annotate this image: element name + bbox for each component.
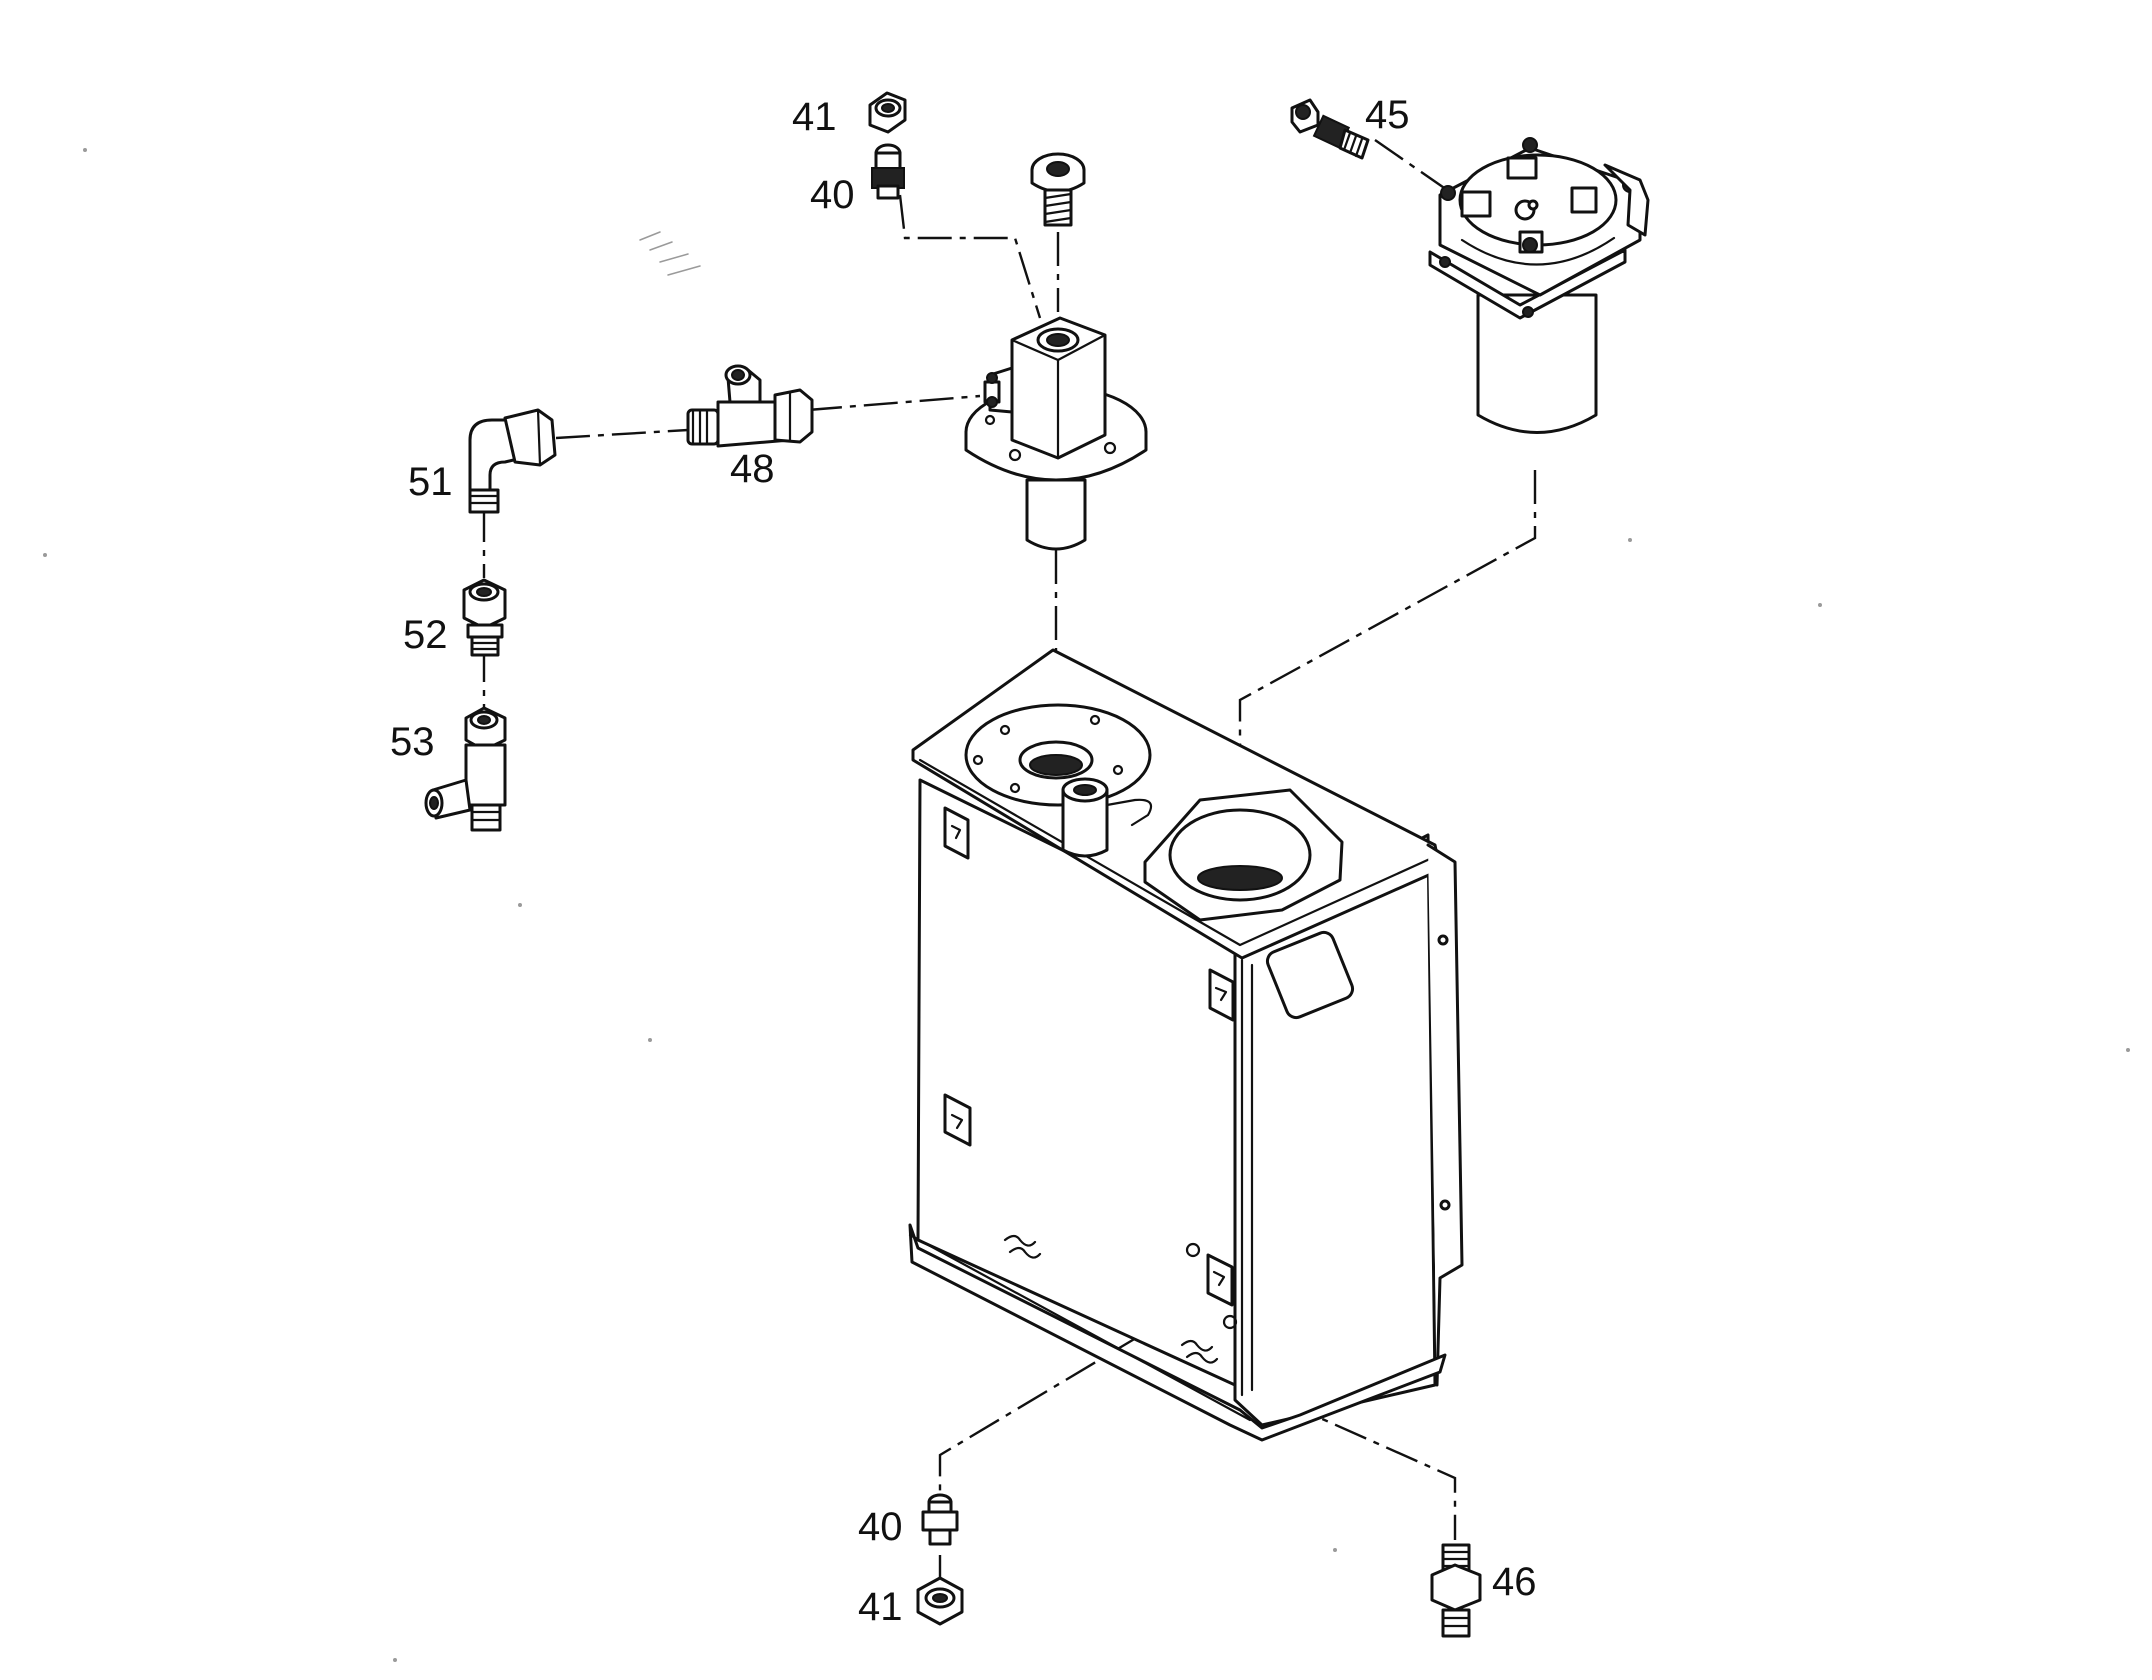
callout-48: 48 [730,447,775,491]
part-48-tee-fitting [686,364,814,448]
callout-53: 53 [390,720,435,764]
scan-noise [43,148,2130,1662]
part-41-nut-bottom [916,1576,964,1626]
callout-40-top: 40 [810,173,855,217]
part-51-elbow-fitting [468,408,557,514]
tank-bracket-upper-left [943,806,970,860]
filter-head-flange [1428,248,1627,320]
hydraulic-tank [908,648,1464,1442]
tank-mounting-flange [1426,843,1464,1387]
part-52-adapter [462,578,507,657]
return-filter-assembly [1428,137,1650,434]
part-46-drain-plug [1430,1543,1482,1638]
callout-52: 52 [403,613,448,657]
sight-gauge-window [1265,930,1355,1020]
part-45-pressure-switch [1290,98,1370,160]
callout-40-bottom: 40 [858,1505,903,1549]
pump-mounting-bolt [1030,152,1086,227]
tank-bracket-lower-left [943,1093,972,1147]
part-41-nut-top [868,91,907,134]
tank-bracket-right [1208,968,1235,1022]
callout-41-top: 41 [792,95,837,139]
callout-45: 45 [1365,93,1410,137]
filler-neck [1061,788,1109,858]
callout-41-bottom: 41 [858,1585,903,1629]
part-53-branch-tee [424,706,507,832]
callout-labels: 41 40 45 51 48 52 53 40 41 46 [390,93,1537,1629]
callout-51: 51 [408,460,453,504]
tank-bracket-bottom [1206,1253,1234,1307]
part-40-fitting-bottom [921,1493,959,1546]
pump-valve-assembly [964,316,1148,551]
part-40-fitting-top [871,143,905,200]
callout-46: 46 [1492,1560,1537,1604]
filter-canister [1476,293,1598,434]
pump-pickup-tube [1025,478,1087,551]
